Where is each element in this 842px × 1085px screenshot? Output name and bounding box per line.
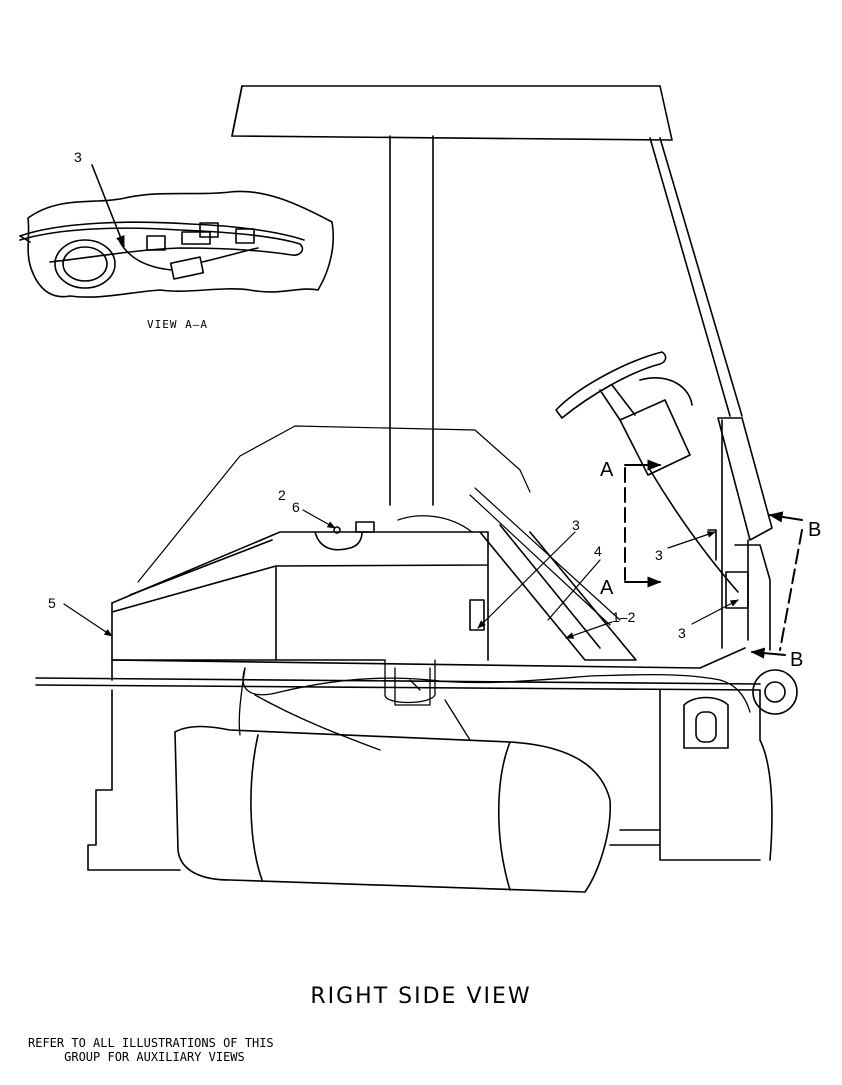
inset-view-a-a [19,164,335,298]
inset-view-label: VIEW A–A [147,318,208,331]
steering-wheel [555,351,739,593]
hydraulic-tank [174,725,611,893]
callout-6: 6 [292,499,300,515]
frame-brace [469,524,637,661]
canopy-post [389,135,434,506]
section-a-a [624,459,662,588]
wiring-harness [238,515,751,751]
callout-5: 5 [48,595,56,611]
callout-2: 2 [278,487,286,503]
deck-plate [35,647,761,691]
reference-note-line-1: REFER TO ALL ILLUSTRATIONS OF THIS [28,1036,274,1050]
battery-terminal [333,526,341,534]
section-mark-b-top: B [808,519,821,541]
reference-note-line-2: GROUP FOR AUXILIARY VIEWS [28,1050,245,1064]
section-mark-b-bottom: B [790,649,803,671]
bracket [469,599,485,631]
inset-connector [169,256,205,280]
inset-callout-3: 3 [74,149,82,165]
lower-frame [87,689,773,871]
dash-panel [707,417,773,651]
inset-break-outline [27,190,335,298]
callout-4: 4 [594,543,602,559]
section-mark-a-top: A [600,459,614,481]
reference-note: REFER TO ALL ILLUSTRATIONS OF THIS GROUP… [28,1036,274,1064]
callout-3-lower: 3 [678,625,686,641]
inset-leader-3 [91,164,125,248]
canopy-rear-post [649,137,743,417]
section-b-b [750,511,803,659]
machine-body-outline [137,425,621,626]
drawing-title: RIGHT SIDE VIEW [310,984,532,1009]
callout-3-tank: 3 [572,517,580,533]
battery-box [111,521,489,661]
callout-1-2: 1–2 [612,609,636,625]
section-mark-a-bottom: A [600,577,614,599]
relay-block [725,571,749,609]
canopy-roof [231,85,673,141]
inset-wheel [54,239,116,289]
leader-lines [63,509,739,639]
leader-arrow-icon [302,509,336,529]
callout-3-upper: 3 [655,547,663,563]
wheel-hub [683,669,798,749]
